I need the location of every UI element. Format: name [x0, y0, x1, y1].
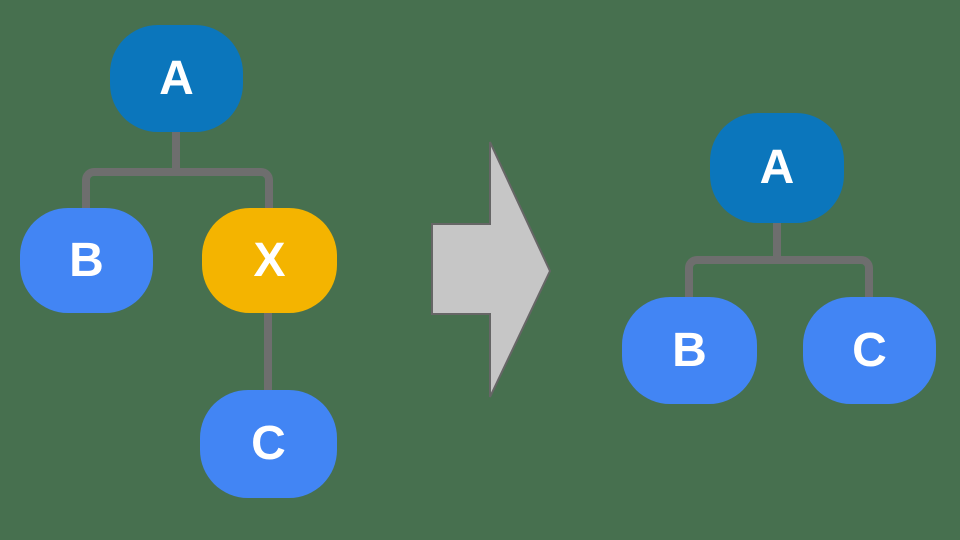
transform-right-arrow-icon	[431, 141, 552, 398]
node-b-after: B	[622, 297, 757, 404]
node-a-before: A	[110, 25, 243, 132]
node-b-before: B	[20, 208, 153, 313]
connector-a-to-children-stub-before	[172, 131, 180, 169]
node-c-after: C	[803, 297, 936, 404]
node-x-before: X	[202, 208, 337, 313]
node-a-after: A	[710, 113, 844, 223]
connector-x-to-c-before	[264, 310, 272, 392]
connector-a-to-children-stub-after	[773, 220, 781, 257]
node-c-before: C	[200, 390, 337, 498]
connector-a-children-bracket-after	[685, 256, 873, 297]
connector-a-children-bracket-before	[82, 168, 273, 208]
